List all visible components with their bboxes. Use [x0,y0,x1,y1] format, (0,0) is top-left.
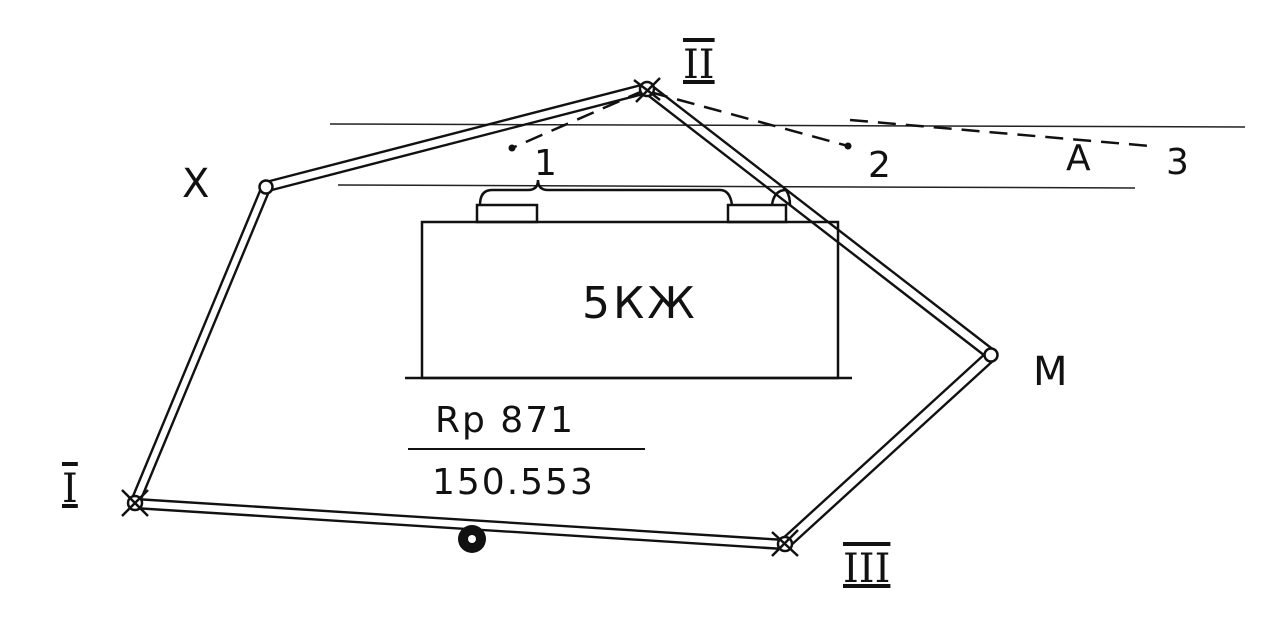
benchmark-height: 150.553 [432,462,595,503]
sight-label-a: A [1066,138,1091,179]
building-porch-left [475,203,539,224]
sight-line-to-2 [649,90,849,148]
traverse-leg-ii-m-b [644,92,990,360]
traverse-leg-i-x-a [129,185,264,502]
station-m-marker [983,347,999,363]
station-label-x: X [182,161,209,207]
sight-lines [511,88,1151,150]
sight-line-to-1 [511,88,646,150]
traverse-leg-iii-i-a [134,497,786,542]
station-label-iii: III [843,546,890,592]
station-x-marker [258,179,274,195]
benchmark-name: Rp 871 [435,400,575,441]
traverse-leg-m-iii-b [787,358,996,549]
street-line-upper [329,123,1246,128]
traverse-leg-m-iii-a [779,351,988,542]
sight-label-1: 1 [534,143,557,184]
sight-point-2 [844,142,852,150]
sight-point-1 [508,144,516,152]
building-measure-bracket [478,179,734,206]
station-ii-cross [633,77,661,103]
traverse-leg-x-ii-a [265,82,646,184]
station-label-m: M [1033,349,1068,395]
traverse-leg-ii-m-a [650,84,996,352]
benchmark-mark-center [468,535,476,543]
sight-label-3: 3 [1166,142,1189,183]
sight-line-to-3 [849,118,1151,148]
station-crosses [121,77,799,557]
traverse-leg-i-x-b [137,188,272,505]
station-label-i: I [62,466,78,512]
traverse-leg-x-ii-b [267,91,648,193]
station-iii-cross [771,529,799,557]
sight-label-2: 2 [868,145,891,186]
station-i-cross [121,489,149,517]
traverse [129,82,996,551]
building-label: 5КЖ [582,278,698,329]
station-label-ii: II [683,42,715,88]
building-porch-right [726,203,788,224]
building [405,179,852,380]
traverse-leg-iii-i-b [133,506,785,551]
street-line-lower [337,184,1136,189]
